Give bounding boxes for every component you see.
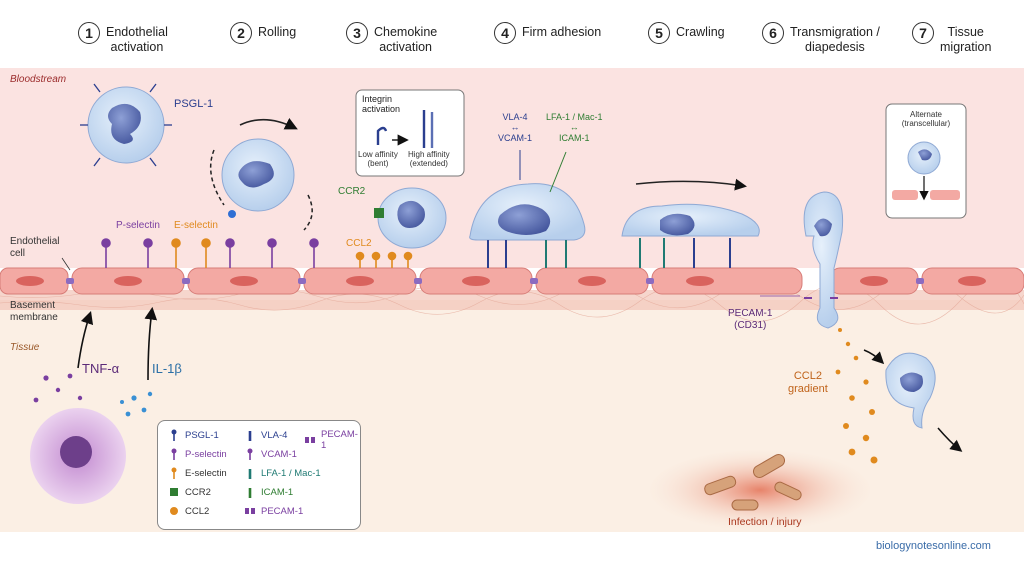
integrin-title: Integrin activation: [362, 94, 401, 115]
pin-icon: [168, 467, 180, 479]
leukocyte-step2: [209, 117, 313, 231]
step-3-number: 3: [346, 22, 368, 44]
step-6-number: 6: [762, 22, 784, 44]
alternate-title: Alternate (transcellular): [901, 110, 951, 129]
step-7-label: Tissue migration: [940, 25, 992, 54]
pin-icon: [168, 429, 180, 441]
legend-item-pecam1-a: PECAM-1: [304, 429, 360, 451]
step-1-number: 1: [78, 22, 100, 44]
step-3-header: 3 Chemokine activation: [346, 22, 437, 55]
basement-membrane-label: Basement membrane: [10, 300, 58, 323]
leukocyte-step6: [803, 191, 844, 329]
legend-item-icam1: ICAM-1: [244, 486, 293, 498]
legend-label: PSGL-1: [185, 429, 219, 441]
psgl1-label: PSGL-1: [174, 98, 214, 110]
tnf-alpha-label: TNF-α: [82, 361, 120, 376]
step-5-label: Crawling: [676, 25, 725, 39]
step-6-label: Transmigration / diapedesis: [790, 25, 880, 54]
e-selectin-label: E-selectin: [174, 220, 218, 231]
legend-item-ccr2: CCR2: [168, 486, 211, 498]
legend-item-lfa1: LFA-1 / Mac-1: [244, 467, 321, 479]
endothelial-layer: [0, 267, 1024, 295]
leukocyte-step7: [863, 349, 963, 452]
legend-label: VCAM-1: [261, 448, 297, 460]
step-1-label: Endothelial activation: [106, 25, 168, 54]
step-7-number: 7: [912, 22, 934, 44]
pin-icon: [244, 486, 256, 498]
legend-label: P-selectin: [185, 448, 227, 460]
legend-label: VLA-4: [261, 429, 288, 441]
ccl2-gradient-dots: [835, 328, 878, 464]
bacteria: [704, 454, 802, 511]
alternate-diagram: [892, 141, 960, 201]
step-2-number: 2: [230, 22, 252, 44]
legend-item-ccl2: CCL2: [168, 505, 209, 517]
source-credit: biologynotesonline.com: [876, 540, 991, 552]
leukocyte-step4: [469, 150, 586, 268]
legend-label: CCR2: [185, 486, 211, 498]
step-2-header: 2 Rolling: [230, 22, 296, 44]
infection-label: Infection / injury: [728, 516, 802, 528]
legend-item-pecam1-b: PECAM-1: [244, 505, 303, 517]
legend: PSGL-1 P-selectin E-selectin CCR2 CCL2 V…: [157, 420, 361, 530]
legend-item-psgl1: PSGL-1: [168, 429, 219, 441]
legend-label: PECAM-1: [321, 429, 358, 451]
pin-icon: [244, 448, 256, 460]
step-7-header: 7 Tissue migration: [912, 22, 991, 55]
integrin-inset: [355, 89, 465, 177]
legend-label: E-selectin: [185, 467, 227, 479]
integrin-high-affinity: High affinity (extended): [408, 150, 450, 169]
legend-item-p-selectin: P-selectin: [168, 448, 227, 460]
bloodstream-label: Bloodstream: [10, 74, 67, 85]
step-2-label: Rolling: [258, 25, 297, 39]
legend-label: ICAM-1: [261, 486, 294, 498]
step-5-number: 5: [648, 22, 670, 44]
ccr2-label: CCR2: [338, 186, 366, 197]
pin-icon: [168, 448, 180, 460]
step-4-number: 4: [494, 22, 516, 44]
p-selectin-label: P-selectin: [116, 220, 160, 231]
leukocyte-step1: [80, 83, 172, 167]
integrin-low-affinity: Low affinity (bent): [358, 150, 398, 169]
junction-icon: [244, 505, 256, 517]
junction-icon: [304, 434, 316, 446]
dot-icon: [168, 505, 180, 517]
step-4-header: 4 Firm adhesion: [494, 22, 601, 44]
infection-area: [650, 450, 870, 530]
step-5-header: 5 Crawling: [648, 22, 725, 44]
tissue-region: [0, 300, 1024, 532]
step-4-label: Firm adhesion: [522, 25, 602, 39]
step-6-header: 6 Transmigration / diapedesis: [762, 22, 880, 55]
lfa-icam-label: LFA-1 / Mac-1 ↔ ICAM-1: [546, 112, 603, 143]
endothelial-cell-label: Endothelial cell: [10, 236, 60, 259]
vla4-vcam-label: VLA-4 ↔ VCAM-1: [498, 112, 533, 143]
basement-membrane: [0, 290, 1024, 310]
macrophage: [30, 306, 158, 504]
legend-item-vcam1: VCAM-1: [244, 448, 297, 460]
leukocyte-step3: [374, 187, 447, 249]
legend-item-e-selectin: E-selectin: [168, 467, 227, 479]
legend-label: CCL2: [185, 505, 210, 517]
selectin-pins: [101, 238, 413, 268]
legend-label: LFA-1 / Mac-1: [261, 467, 321, 479]
ccl2-label: CCL2: [346, 238, 372, 249]
step-1-header: 1 Endothelial activation: [78, 22, 168, 55]
pin-icon: [244, 467, 256, 479]
integrin-diagram: [376, 110, 434, 148]
legend-label: PECAM-1: [261, 505, 304, 517]
tissue-label: Tissue: [10, 342, 40, 353]
ccl2-gradient-label: CCL2 gradient: [788, 370, 828, 395]
legend-item-vla4: VLA-4: [244, 429, 287, 441]
pecam-label: PECAM-1 (CD31): [728, 308, 773, 331]
pin-icon: [244, 429, 256, 441]
il1b-label: IL-1β: [152, 361, 182, 376]
step-3-label: Chemokine activation: [374, 25, 438, 54]
leukocyte-step5: [621, 178, 760, 268]
endothelial-pointer: [61, 257, 71, 271]
receptor-icon: [168, 486, 180, 498]
